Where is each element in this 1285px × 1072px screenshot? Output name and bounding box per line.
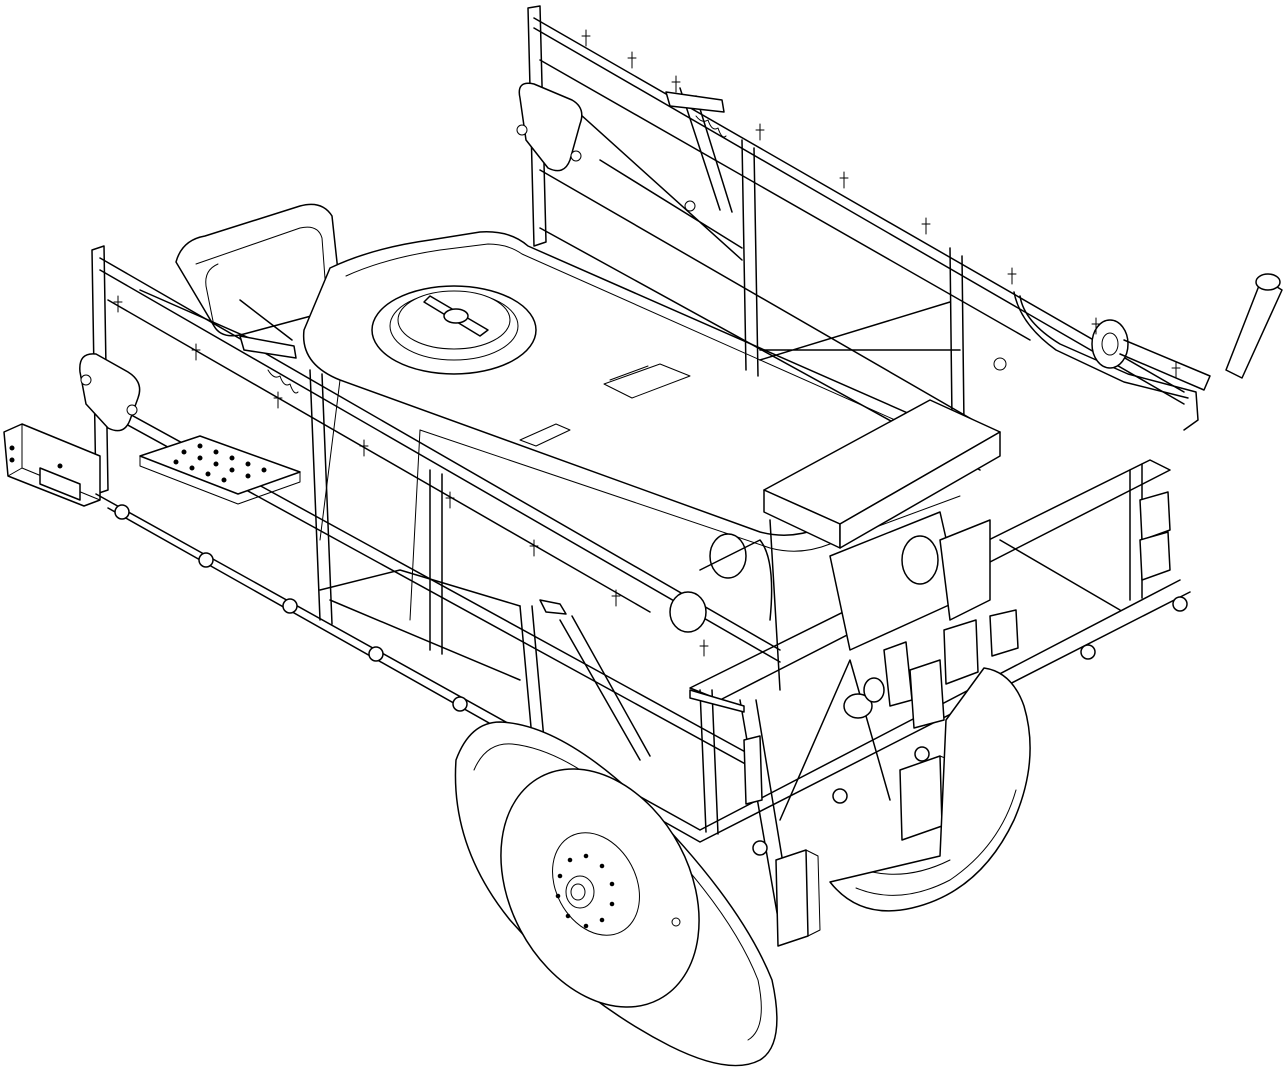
leg-supports [776,850,820,946]
left-boom [80,246,780,772]
drawbar-hitch [4,424,100,506]
step-platform [140,436,300,504]
tank-lid [372,286,536,374]
front-gauges [670,534,772,632]
hose-reel [1092,274,1282,390]
rear-control-panel [744,400,1170,840]
right-wheel [830,668,1030,911]
left-wheel [455,722,776,1066]
rear-folded-boom [517,6,1282,470]
chassis-frame [96,370,1190,930]
